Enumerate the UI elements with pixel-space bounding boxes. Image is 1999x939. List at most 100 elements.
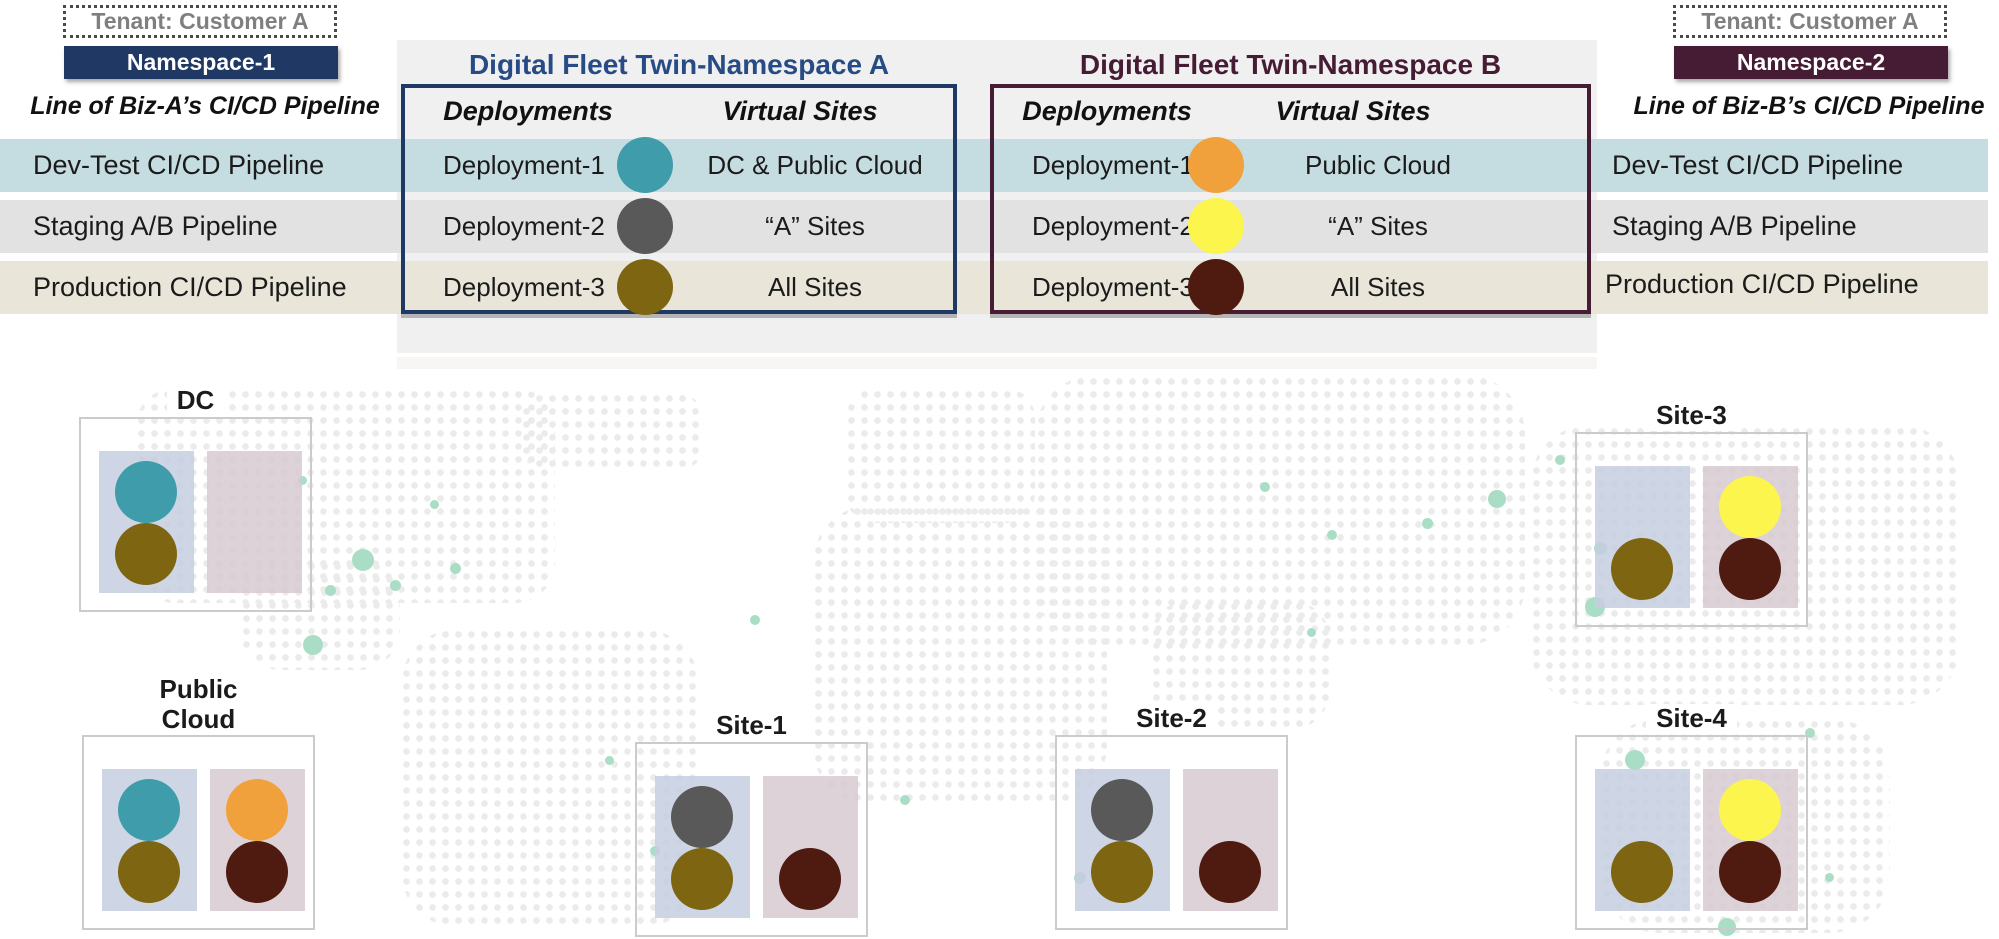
map-accent-dot (1307, 628, 1316, 637)
deployment-dot (115, 523, 177, 585)
site-public-cloud: Public Cloud (82, 674, 315, 930)
site-1-namespace1-box (655, 776, 750, 918)
map-accent-dot (1260, 482, 1270, 492)
deployment-dot (118, 841, 180, 903)
map-accent-dot (900, 795, 910, 805)
deployment-dot (226, 779, 288, 841)
deployment-dot (226, 841, 288, 903)
deployment-1-dot-b (1188, 137, 1244, 193)
site-public-cloud-namespace1-box (102, 769, 197, 911)
panel-a-title: Digital Fleet Twin-Namespace A (468, 49, 890, 80)
map-accent-dot (1718, 918, 1736, 936)
map-region-south-america (400, 628, 700, 928)
deployment-2-dot-b (1188, 198, 1244, 254)
map-accent-dot (1488, 490, 1506, 508)
panel-b-sites-3: All Sites (1331, 272, 1425, 302)
site-1-namespace2-box (763, 776, 858, 918)
panel-a-deployment-1: Deployment-1 (443, 150, 605, 180)
map-accent-dot (430, 500, 439, 509)
pipeline-label-staging-left: Staging A/B Pipeline (33, 211, 278, 241)
namespace-1-badge: Namespace-1 (64, 46, 338, 79)
site-public-cloud-label: Public Cloud (142, 674, 255, 735)
site-2: Site-2 (1055, 703, 1288, 930)
deployment-1-dot-a (617, 137, 673, 193)
tenant-box-right: Tenant: Customer A (1673, 5, 1947, 38)
deployment-dot (671, 786, 733, 848)
map-accent-dot (1555, 455, 1565, 465)
map-accent-dot (450, 563, 461, 574)
site-2-namespace1-box (1075, 769, 1170, 911)
panel-a-sites-3: All Sites (768, 272, 862, 302)
site-public-cloud-namespace2-box (210, 769, 305, 911)
site-2-label: Site-2 (1126, 703, 1217, 734)
site-4-label: Site-4 (1646, 703, 1737, 734)
panel-b-title: Digital Fleet Twin-Namespace B (1079, 49, 1502, 80)
site-3-label: Site-3 (1646, 400, 1737, 431)
pipeline-label-production-right: Production CI/CD Pipeline (1605, 269, 1919, 299)
pipeline-stripe-production (0, 261, 1988, 314)
pipeline-stripe-devtest (0, 139, 1988, 192)
map-accent-dot (605, 756, 614, 765)
map-accent-dot (1422, 518, 1433, 529)
deployment-dot (1719, 538, 1781, 600)
site-dc: DC (79, 385, 312, 612)
deployment-dot (1719, 779, 1781, 841)
deployment-2-dot-a (617, 198, 673, 254)
deployment-dot (1199, 841, 1261, 903)
site-2-namespace2-box (1183, 769, 1278, 911)
site-3-namespace2-box (1703, 466, 1798, 608)
deployment-dot (1719, 476, 1781, 538)
tenant-box-left: Tenant: Customer A (63, 5, 337, 38)
deployment-3-dot-b (1188, 259, 1244, 315)
panel-a-sites-1: DC & Public Cloud (707, 150, 923, 180)
deployment-dot (1719, 841, 1781, 903)
site-1: Site-1 (635, 710, 868, 937)
map-region-europe (845, 388, 1035, 523)
deployment-dot (779, 848, 841, 910)
pipeline-label-production-left: Production CI/CD Pipeline (33, 272, 347, 302)
namespace-2-badge: Namespace-2 (1674, 46, 1948, 79)
line-of-biz-a-title: Line of Biz-A’s CI/CD Pipeline (30, 92, 380, 120)
map-accent-dot (303, 635, 323, 655)
site-dc-label: DC (166, 385, 225, 416)
map-accent-dot (1805, 728, 1815, 738)
site-4-namespace1-box (1595, 769, 1690, 911)
site-1-label: Site-1 (706, 710, 797, 741)
deployment-dot (118, 779, 180, 841)
pipeline-label-staging-right: Staging A/B Pipeline (1612, 211, 1857, 241)
deployment-dot (1091, 841, 1153, 903)
panel-namespace-a (401, 84, 957, 314)
pipeline-label-devtest-left: Dev-Test CI/CD Pipeline (33, 150, 325, 180)
map-accent-dot (352, 549, 374, 571)
map-accent-dot (298, 476, 307, 485)
panel-b-col-virtual-sites: Virtual Sites (1275, 96, 1431, 126)
site-dc-namespace1-box (99, 451, 194, 593)
site-4: Site-4 (1575, 703, 1808, 930)
panel-a-col-virtual-sites: Virtual Sites (722, 96, 878, 126)
pipeline-stripe-staging (0, 200, 1988, 253)
deployment-dot (1611, 841, 1673, 903)
panel-b-sites-1: Public Cloud (1305, 150, 1451, 180)
fleet-twin-band-shadow (397, 357, 1597, 369)
panel-namespace-b (990, 84, 1591, 314)
map-accent-dot (750, 615, 760, 625)
map-accent-dot (1625, 750, 1645, 770)
map-accent-dot (325, 585, 336, 596)
site-4-namespace2-box (1703, 769, 1798, 911)
deployment-dot (115, 461, 177, 523)
line-of-biz-b-title: Line of Biz-B’s CI/CD Pipeline (1633, 92, 1985, 120)
site-3-namespace1-box (1595, 466, 1690, 608)
site-3: Site-3 (1575, 400, 1808, 627)
panel-b-deployment-1: Deployment-1 (1032, 150, 1194, 180)
panel-a-deployment-3: Deployment-3 (443, 272, 605, 302)
pipeline-label-devtest-right: Dev-Test CI/CD Pipeline (1612, 150, 1904, 180)
deployment-3-dot-a (617, 259, 673, 315)
map-accent-dot (1825, 873, 1834, 882)
panel-a-deployment-2: Deployment-2 (443, 211, 605, 241)
deployment-dot (1611, 538, 1673, 600)
map-accent-dot (390, 580, 401, 591)
deployment-dot (1091, 779, 1153, 841)
site-dc-namespace2-box (207, 451, 302, 593)
deployment-dot (671, 848, 733, 910)
map-region-greenland (520, 392, 705, 472)
